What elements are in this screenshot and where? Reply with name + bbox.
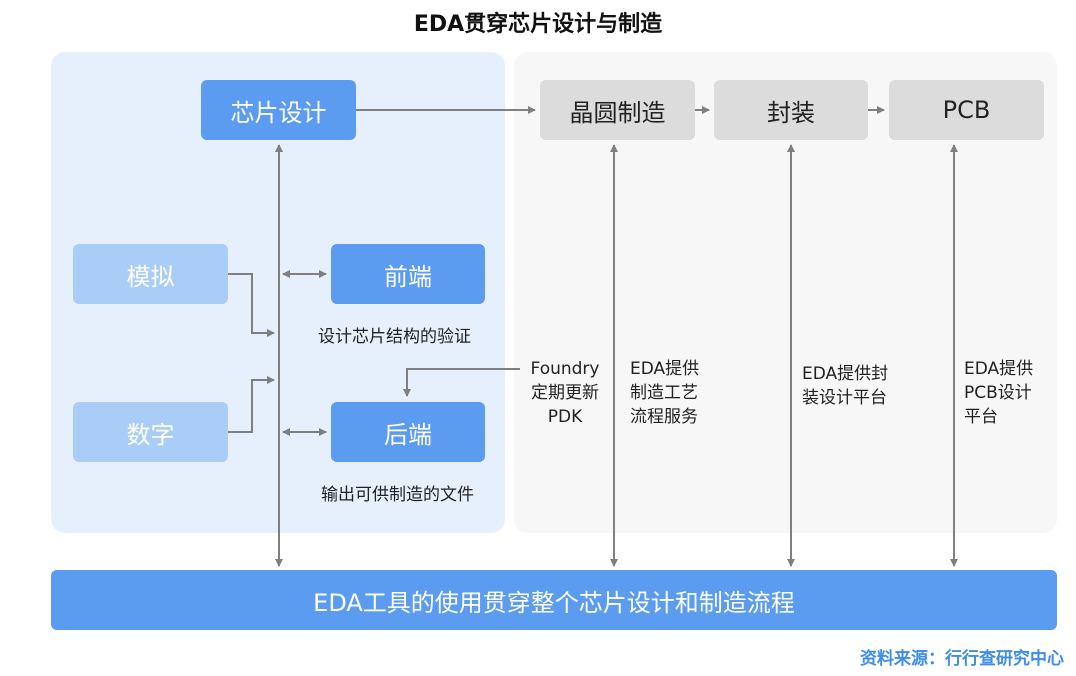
eda-package-note: EDA提供封 装设计平台 <box>802 362 888 410</box>
arrow-digital <box>228 376 275 433</box>
eda-pcb-note-line: 平台 <box>964 407 998 427</box>
chip-design-box: 芯片设计 <box>201 80 356 140</box>
eda-pcb-note-line: PCB设计 <box>964 383 1032 403</box>
eda-process-note: EDA提供 制造工艺 流程服务 <box>630 357 699 429</box>
eda-process-note-line: EDA提供 <box>630 359 700 379</box>
foundry-note-line: Foundry <box>530 359 600 379</box>
frontend-note: 设计芯片结构的验证 <box>318 327 471 347</box>
source-credit: 资料来源：行行查研究中心 <box>860 649 1064 669</box>
backend-note: 输出可供制造的文件 <box>321 485 474 505</box>
eda-package-note-line: 装设计平台 <box>802 388 887 408</box>
eda-pcb-note-line: EDA提供 <box>964 359 1034 379</box>
eda-pcb-note: EDA提供 PCB设计 平台 <box>964 357 1033 429</box>
foundry-note-line: 定期更新 <box>531 383 599 403</box>
eda-process-note-line: 流程服务 <box>630 407 698 427</box>
diagram-title: EDA贯穿芯片设计与制造 <box>413 12 663 37</box>
eda-bottom-bar: EDA工具的使用贯穿整个芯片设计和制造流程 <box>51 570 1057 630</box>
wafer-manufacturing-box: 晶圆制造 <box>540 80 695 140</box>
digital-box: 数字 <box>73 402 228 462</box>
packaging-box: 封装 <box>714 80 868 140</box>
eda-package-note-line: EDA提供封 <box>802 364 889 384</box>
pcb-box: PCB <box>889 80 1044 140</box>
analog-box: 模拟 <box>73 244 228 304</box>
arrow-foundry-pdk <box>403 368 520 397</box>
frontend-box: 前端 <box>331 244 485 304</box>
arrow-analog <box>228 273 275 337</box>
backend-box: 后端 <box>331 402 485 462</box>
eda-process-note-line: 制造工艺 <box>630 383 698 403</box>
foundry-note: Foundry 定期更新 PDK <box>520 357 610 429</box>
foundry-note-line: PDK <box>547 407 583 427</box>
